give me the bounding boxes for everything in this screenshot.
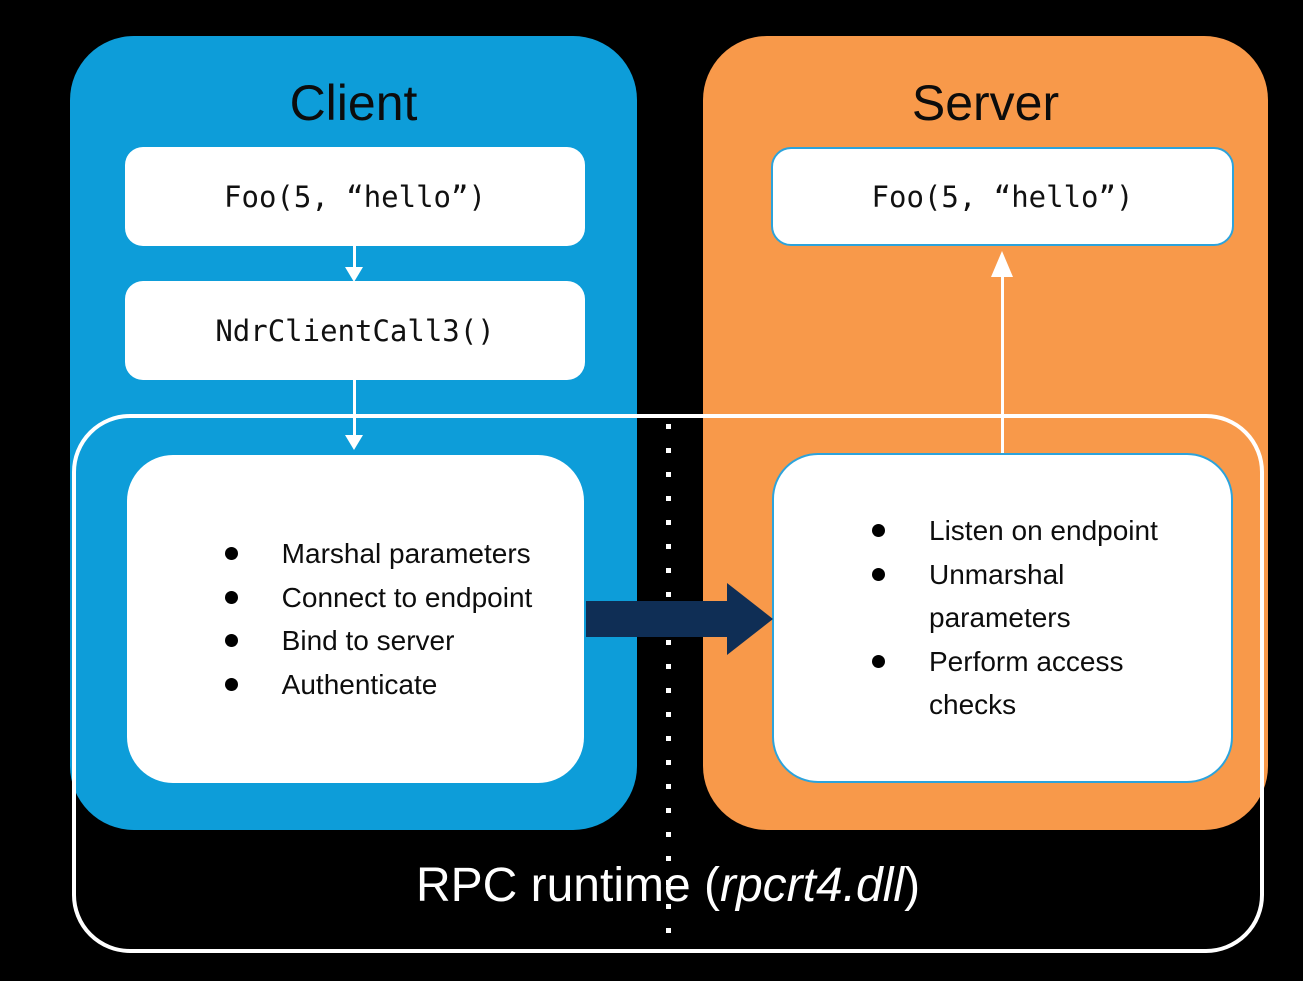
rpc-runtime-module-name: rpcrt4.dll <box>720 859 905 912</box>
list-item: Bind to server <box>179 619 533 663</box>
list-item: Authenticate <box>179 663 533 707</box>
network-transfer-arrow-body <box>586 601 727 637</box>
list-item: Listen on endpoint <box>826 509 1179 553</box>
network-transfer-arrowhead-icon <box>727 583 773 655</box>
client-stub-box: NdrClientCall3() <box>125 281 585 380</box>
list-item: Connect to endpoint <box>179 576 532 620</box>
client-stub-to-runtime-arrowhead-icon <box>345 435 363 450</box>
rpc-runtime-outline <box>72 414 1264 953</box>
server-dispatch-arrow-line <box>1001 275 1004 454</box>
client-call-box: Foo(5, “hello”) <box>125 147 585 246</box>
machine-boundary-dotted-line <box>666 424 671 950</box>
client-call-arrow-line <box>353 246 356 269</box>
list-item: Marshal parameters <box>179 532 533 576</box>
server-call-box: Foo(5, “hello”) <box>771 147 1234 246</box>
client-call-text: Foo(5, “hello”) <box>224 179 486 214</box>
server-dispatch-arrowhead-icon <box>991 251 1013 277</box>
list-item: Perform access checks <box>826 640 1179 727</box>
client-call-arrowhead-icon <box>345 267 363 282</box>
list-item: Unmarshal parameters <box>826 553 1179 640</box>
client-title: Client <box>289 75 418 131</box>
rpc-runtime-label: RPC runtime (rpcrt4.dll) <box>72 858 1264 913</box>
client-stub-text: NdrClientCall3() <box>215 313 495 348</box>
server-title: Server <box>911 75 1060 131</box>
client-stub-to-runtime-arrow-line <box>353 380 356 437</box>
server-call-text: Foo(5, “hello”) <box>871 179 1134 214</box>
rpc-runtime-label-prefix: RPC runtime ( <box>415 859 720 912</box>
rpc-runtime-label-suffix: ) <box>904 859 921 912</box>
